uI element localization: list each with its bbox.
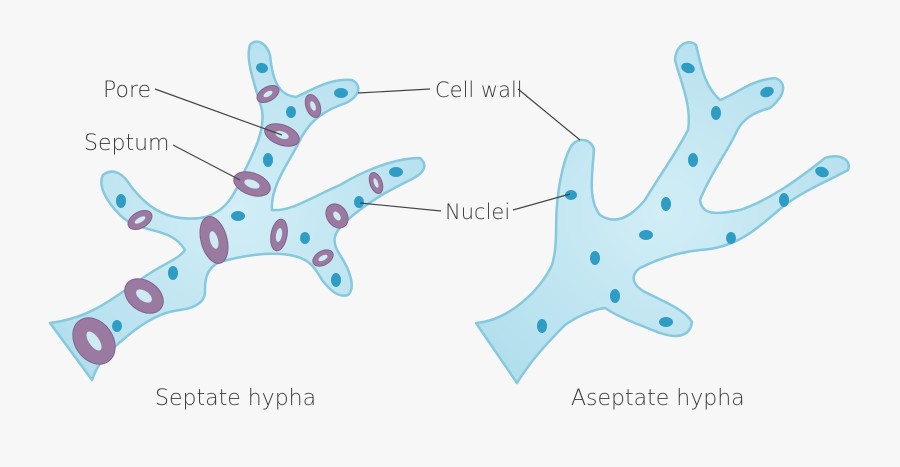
- nucleus: [116, 194, 126, 208]
- septum: [72, 317, 116, 365]
- nucleus: [286, 106, 296, 118]
- nucleus: [263, 153, 273, 167]
- nucleus: [815, 166, 829, 178]
- nucleus: [688, 153, 698, 167]
- nucleus: [711, 106, 721, 120]
- nucleus: [565, 190, 577, 200]
- nucleus: [331, 273, 341, 287]
- septum: [368, 171, 384, 195]
- pore-label: Pore: [103, 78, 151, 103]
- nucleus: [681, 62, 695, 74]
- septum: [233, 171, 271, 197]
- septum: [256, 84, 280, 104]
- nucleus: [659, 317, 673, 327]
- septum-leader-line: [172, 144, 241, 181]
- cell-wall-label: Cell wall: [435, 78, 523, 102]
- septum: [304, 93, 322, 119]
- nucleus: [256, 62, 268, 74]
- nucleus: [760, 86, 774, 98]
- nucleus: [300, 232, 310, 244]
- nuclei-leader-line-left: [359, 202, 442, 212]
- nuclei-leader-line-right: [512, 193, 571, 211]
- septate-hypha-caption: Septate hypha: [155, 386, 316, 411]
- septum-label: Septum: [84, 131, 169, 156]
- cell-wall-leader-line-left: [357, 88, 431, 94]
- septum: [124, 278, 164, 314]
- nucleus: [610, 289, 620, 303]
- nucleus: [726, 232, 736, 244]
- nucleus: [354, 196, 364, 208]
- nucleus: [334, 88, 348, 98]
- nucleus: [661, 197, 671, 211]
- nucleus: [639, 230, 653, 240]
- septum: [270, 218, 288, 252]
- nucleus: [590, 251, 600, 265]
- nucleus: [537, 319, 547, 333]
- septum: [199, 216, 229, 264]
- septum: [325, 203, 349, 229]
- nucleus: [112, 320, 122, 332]
- pore-leader-line: [154, 88, 283, 136]
- aseptate-hypha-caption: Aseptate hypha: [571, 386, 745, 411]
- nucleus: [231, 211, 245, 221]
- cell-wall-leader-line-right: [517, 88, 581, 141]
- nucleus: [779, 193, 789, 207]
- aseptate-hypha: [474, 41, 851, 385]
- nuclei-label: Nuclei: [445, 200, 510, 224]
- septum: [127, 210, 153, 230]
- nucleus: [168, 266, 178, 280]
- nucleus: [389, 167, 403, 177]
- septum: [312, 249, 334, 267]
- aseptate-hypha-body: [474, 41, 851, 385]
